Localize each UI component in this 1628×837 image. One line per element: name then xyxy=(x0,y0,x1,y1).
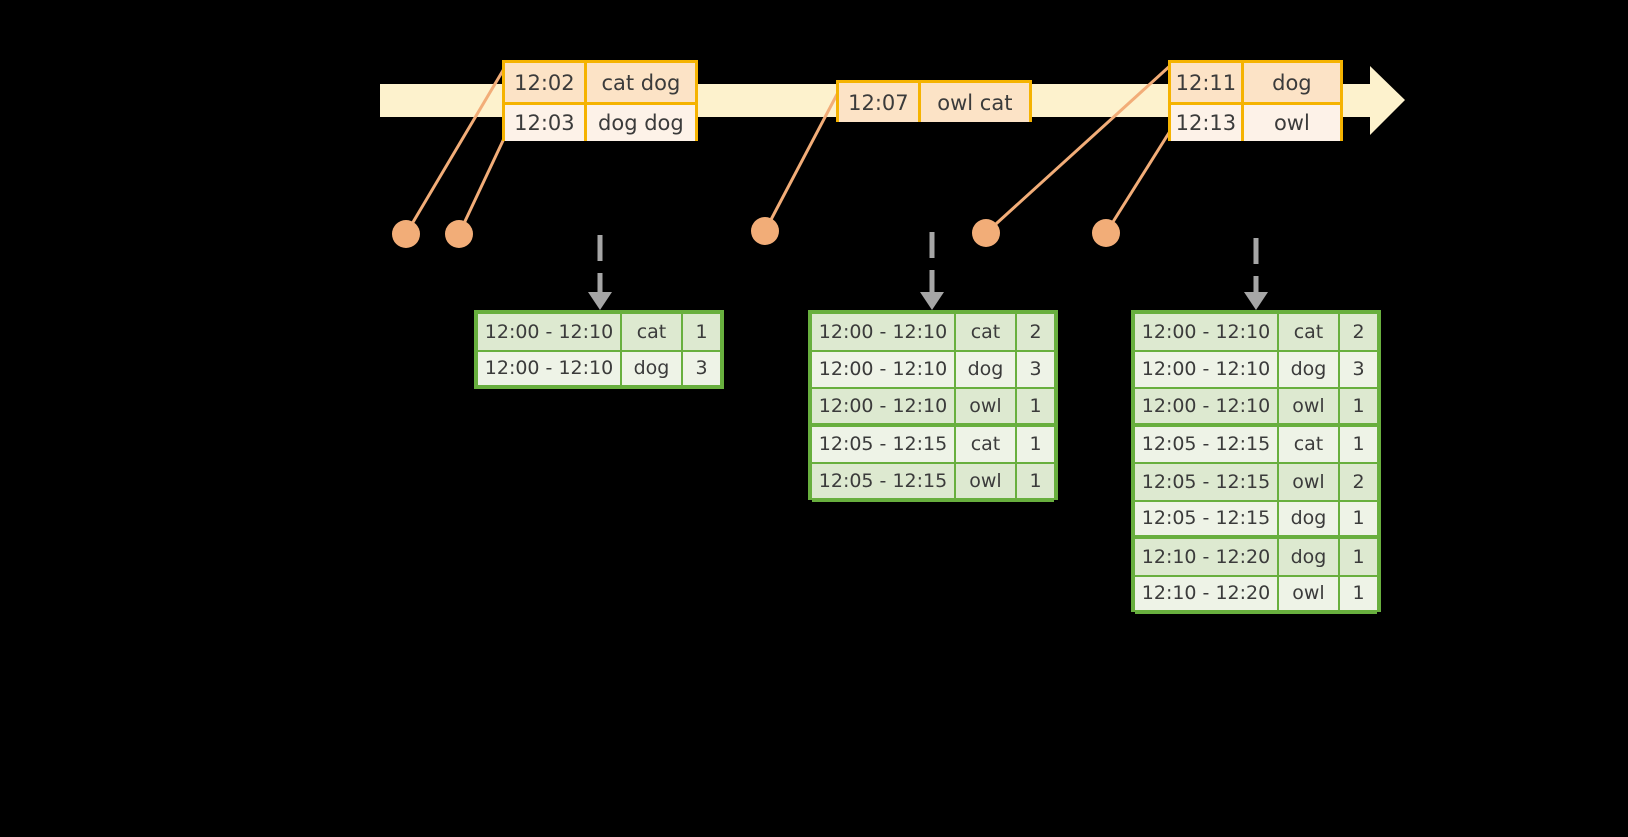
word-cell: cat xyxy=(1279,314,1340,352)
window-cell: 12:10 - 12:20 xyxy=(1135,539,1279,577)
count-cell: 3 xyxy=(683,351,720,389)
window-cell: 12:00 - 12:10 xyxy=(1135,389,1279,427)
event-dot-2 xyxy=(445,220,473,248)
event-dots xyxy=(392,217,1120,248)
event-row: 12:07 owl cat xyxy=(839,83,1029,122)
event-time: 12:03 xyxy=(505,105,587,141)
count-cell: 2 xyxy=(1017,314,1054,352)
word-cell: cat xyxy=(956,426,1017,464)
word-cell: dog xyxy=(956,351,1017,389)
window-cell: 12:10 - 12:20 xyxy=(1135,576,1279,614)
event-row: 12:03 dog dog xyxy=(505,102,695,141)
window-cell: 12:00 - 12:10 xyxy=(812,314,956,352)
event-box-12-02-12-03: 12:02 cat dog 12:03 dog dog xyxy=(502,60,698,141)
word-cell: cat xyxy=(622,314,683,352)
event-row: 12:11 dog xyxy=(1171,63,1340,102)
count-cell: 1 xyxy=(1340,501,1377,539)
word-cell: dog xyxy=(622,351,683,389)
event-box-12-11-12-13: 12:11 dog 12:13 owl xyxy=(1168,60,1343,141)
count-cell: 1 xyxy=(1017,464,1054,502)
event-dot-5 xyxy=(1092,219,1120,247)
event-row: 12:13 owl xyxy=(1171,102,1340,141)
event-time: 12:02 xyxy=(505,63,587,102)
event-dot-1 xyxy=(392,220,420,248)
event-dot-4 xyxy=(972,219,1000,247)
count-cell: 1 xyxy=(1340,426,1377,464)
word-cell: owl xyxy=(1279,464,1340,502)
dashed-arrow-2-head xyxy=(920,292,944,310)
window-cell: 12:00 - 12:10 xyxy=(1135,351,1279,389)
count-cell: 1 xyxy=(1017,389,1054,427)
word-cell: cat xyxy=(956,314,1017,352)
word-cell: dog xyxy=(1279,351,1340,389)
word-cell: owl xyxy=(956,464,1017,502)
count-cell: 3 xyxy=(1340,351,1377,389)
word-cell: dog xyxy=(1279,501,1340,539)
word-cell: owl xyxy=(1279,389,1340,427)
event-words: dog xyxy=(1243,63,1340,102)
event-words: cat dog xyxy=(586,63,695,102)
window-cell: 12:00 - 12:10 xyxy=(812,351,956,389)
window-cell: 12:00 - 12:10 xyxy=(478,351,622,389)
count-cell: 1 xyxy=(683,314,720,352)
event-box-12-07: 12:07 owl cat xyxy=(836,80,1032,122)
event-time: 12:11 xyxy=(1171,63,1244,102)
event-words: owl cat xyxy=(920,83,1029,122)
event-words: owl xyxy=(1243,105,1340,141)
count-cell: 1 xyxy=(1340,539,1377,577)
count-cell: 2 xyxy=(1340,464,1377,502)
dashed-arrow-1-head xyxy=(588,292,612,310)
window-cell: 12:05 - 12:15 xyxy=(812,464,956,502)
event-time: 12:07 xyxy=(839,83,921,122)
word-cell: cat xyxy=(1279,426,1340,464)
word-cell: dog xyxy=(1279,539,1340,577)
word-cell: owl xyxy=(956,389,1017,427)
window-cell: 12:05 - 12:15 xyxy=(812,426,956,464)
window-cell: 12:05 - 12:15 xyxy=(1135,501,1279,539)
dashed-arrow-3-head xyxy=(1244,292,1268,310)
count-cell: 1 xyxy=(1340,389,1377,427)
window-cell: 12:05 - 12:15 xyxy=(1135,464,1279,502)
count-cell: 2 xyxy=(1340,314,1377,352)
count-cell: 3 xyxy=(1017,351,1054,389)
event-dot-3 xyxy=(751,217,779,245)
word-cell: owl xyxy=(1279,576,1340,614)
window-cell: 12:00 - 12:10 xyxy=(1135,314,1279,352)
event-row: 12:02 cat dog xyxy=(505,63,695,102)
event-time: 12:13 xyxy=(1171,105,1244,141)
window-cell: 12:00 - 12:10 xyxy=(812,389,956,427)
window-cell: 12:00 - 12:10 xyxy=(478,314,622,352)
event-words: dog dog xyxy=(586,105,695,141)
window-cell: 12:05 - 12:15 xyxy=(1135,426,1279,464)
dashed-arrows xyxy=(588,232,1268,310)
count-cell: 1 xyxy=(1017,426,1054,464)
count-cell: 1 xyxy=(1340,576,1377,614)
